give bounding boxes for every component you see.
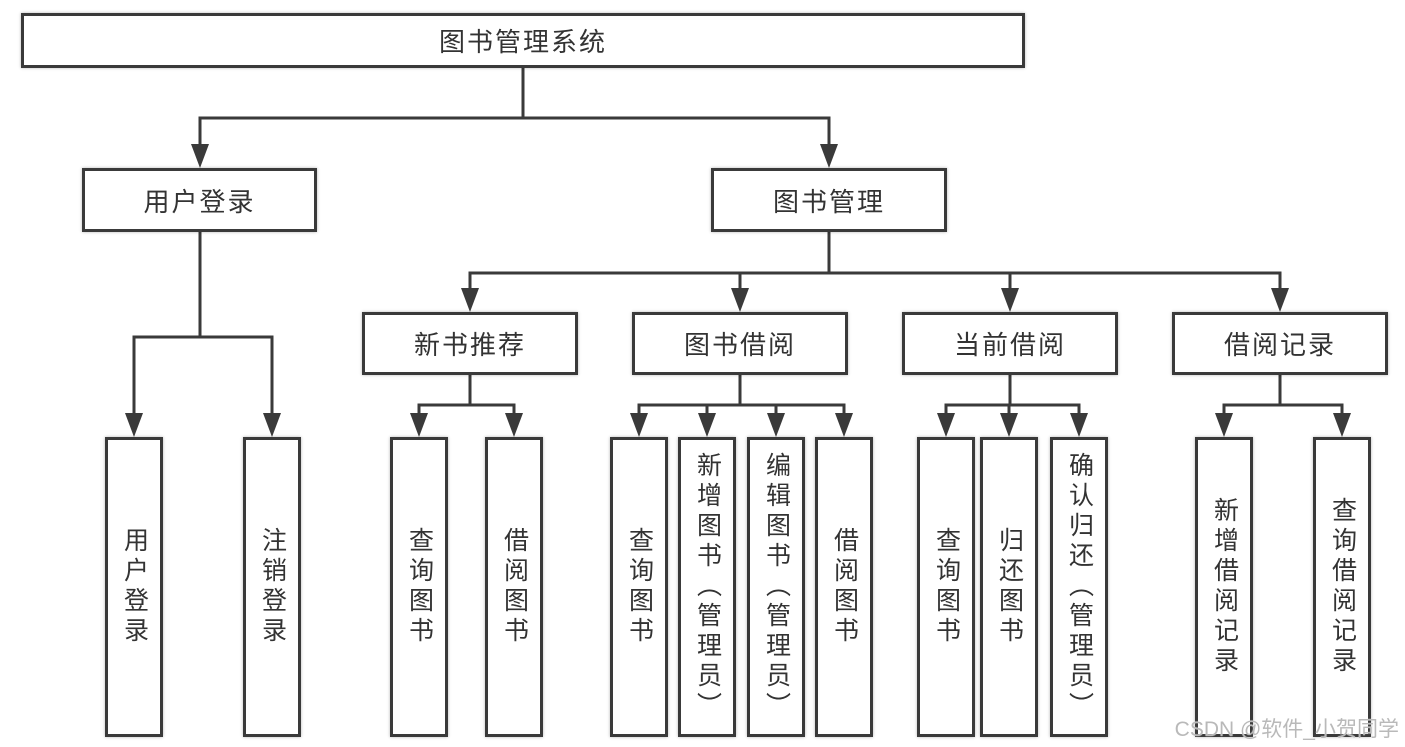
connector-book-borrow-to-children [637, 373, 846, 417]
connector-new-book-to-children [417, 373, 516, 417]
arrowhead-icon [820, 144, 838, 168]
arrowhead-icon [1000, 413, 1018, 437]
arrowhead-icon [1215, 413, 1233, 437]
leaf-user-login-label: 用户登录 [120, 527, 149, 647]
node-borrow-records: 借阅记录 [1172, 312, 1388, 375]
node-library-system: 图书管理系统 [21, 13, 1025, 68]
node-library-system-label: 图书管理系统 [438, 27, 607, 57]
leaf-current-return-book-label: 归还图书 [995, 527, 1024, 647]
arrowhead-icon [698, 413, 716, 437]
leaf-borrow-query-book: 查询图书 [610, 437, 668, 737]
leaf-user-login: 用户登录 [105, 437, 163, 737]
arrowhead-icon [767, 413, 785, 437]
node-book-borrow-label: 图书借阅 [683, 330, 796, 360]
leaf-records-query-record: 查询借阅记录 [1313, 437, 1371, 737]
arrowhead-icon [125, 413, 143, 437]
arrowhead-icon [835, 413, 853, 437]
node-book-borrow: 图书借阅 [632, 312, 848, 375]
arrowhead-icon [1070, 413, 1088, 437]
arrowhead-icon [630, 413, 648, 437]
leaf-current-confirm-return-admin-label: 确认归还（管理员） [1065, 452, 1094, 722]
arrowhead-icon [1271, 288, 1289, 312]
leaf-current-confirm-return-admin: 确认归还（管理员） [1050, 437, 1108, 737]
leaf-recommend-query-book-label: 查询图书 [405, 527, 434, 647]
node-book-management: 图书管理 [711, 168, 947, 232]
leaf-recommend-borrow-book-label: 借阅图书 [500, 527, 529, 647]
node-current-borrow-label: 当前借阅 [953, 330, 1066, 360]
arrowhead-icon [1333, 413, 1351, 437]
connector-root-to-children [198, 66, 831, 148]
leaf-borrow-query-book-label: 查询图书 [625, 527, 654, 647]
node-current-borrow: 当前借阅 [902, 312, 1118, 375]
leaf-borrow-borrow-book: 借阅图书 [815, 437, 873, 737]
arrowhead-icon [410, 413, 428, 437]
leaf-records-add-record: 新增借阅记录 [1195, 437, 1253, 737]
leaf-records-add-record-label: 新增借阅记录 [1210, 497, 1239, 677]
leaf-logout-login-label: 注销登录 [258, 527, 287, 647]
node-user-login-label: 用户登录 [143, 186, 256, 217]
connector-current-borrow-to-children [944, 373, 1081, 417]
connector-borrow-records-to-children [1222, 373, 1344, 417]
leaf-borrow-borrow-book-label: 借阅图书 [830, 527, 859, 647]
arrowhead-icon [191, 144, 209, 168]
arrowhead-icon [461, 288, 479, 312]
leaf-logout-login: 注销登录 [243, 437, 301, 737]
leaf-borrow-add-book-admin-label: 新增图书（管理员） [693, 452, 722, 722]
leaf-recommend-borrow-book: 借阅图书 [485, 437, 543, 737]
leaf-current-query-book-label: 查询图书 [932, 527, 961, 647]
leaf-records-query-record-label: 查询借阅记录 [1328, 497, 1357, 677]
arrowhead-icon [505, 413, 523, 437]
arrowhead-icon [731, 288, 749, 312]
leaf-recommend-query-book: 查询图书 [390, 437, 448, 737]
node-user-login: 用户登录 [82, 168, 317, 232]
leaf-current-return-book: 归还图书 [980, 437, 1038, 737]
leaf-current-query-book: 查询图书 [917, 437, 975, 737]
connector-book-management-to-children [468, 230, 1282, 292]
node-new-book-recommend-label: 新书推荐 [413, 330, 526, 360]
node-new-book-recommend: 新书推荐 [362, 312, 578, 375]
leaf-borrow-edit-book-admin-label: 编辑图书（管理员） [762, 452, 791, 722]
watermark: CSDN @软件_小贺同学 [1174, 718, 1399, 741]
arrowhead-icon [1001, 288, 1019, 312]
connector-user-login-to-children [132, 230, 274, 417]
node-borrow-records-label: 借阅记录 [1223, 330, 1336, 360]
arrowhead-icon [937, 413, 955, 437]
leaf-borrow-add-book-admin: 新增图书（管理员） [678, 437, 736, 737]
arrowhead-icon [263, 413, 281, 437]
leaf-borrow-edit-book-admin: 编辑图书（管理员） [747, 437, 805, 737]
node-book-management-label: 图书管理 [772, 186, 885, 217]
